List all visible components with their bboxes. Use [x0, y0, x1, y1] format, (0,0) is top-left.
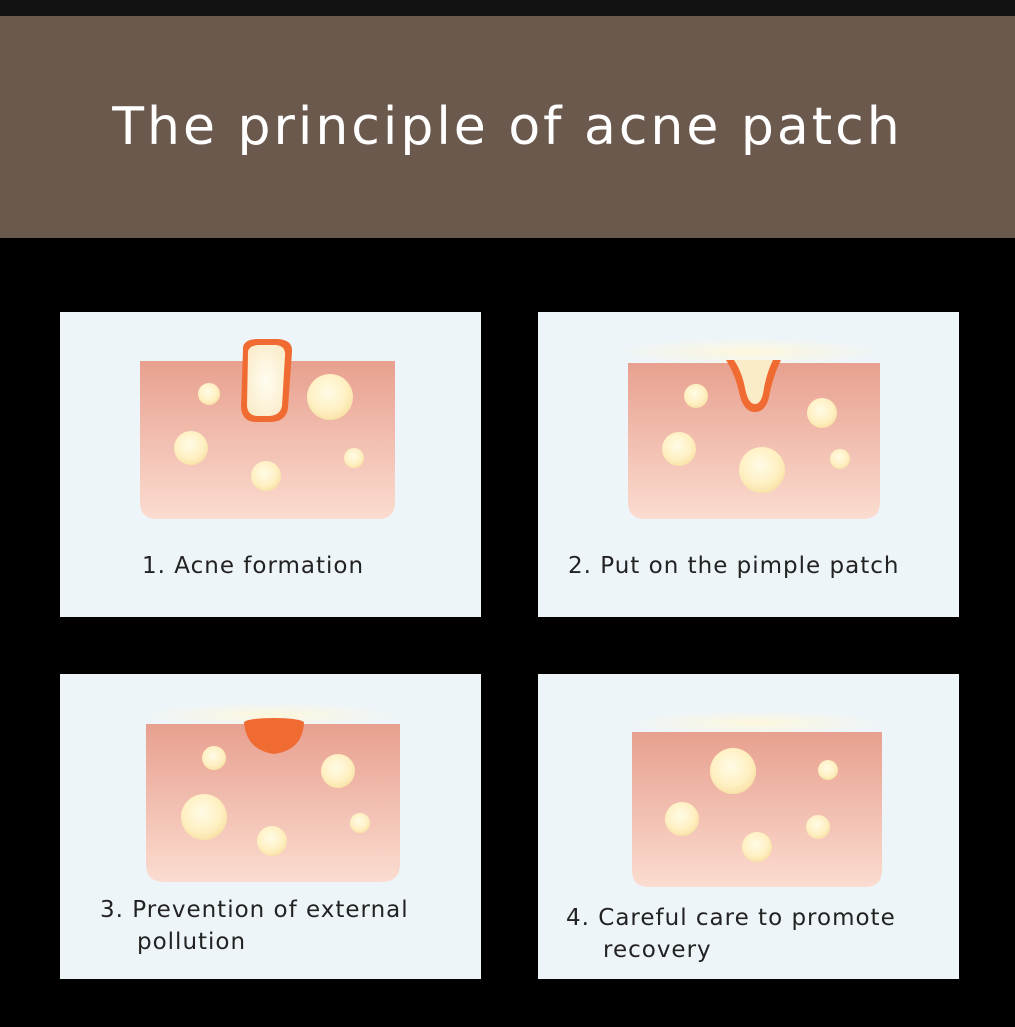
- step-panel-4: 4. Careful care to promote recovery: [538, 674, 959, 979]
- pore: [307, 374, 353, 420]
- top-bar: [0, 0, 1015, 16]
- pore: [251, 461, 281, 491]
- pore: [350, 813, 370, 833]
- step-label: Prevention of external: [132, 897, 409, 923]
- prevention-illustration: [140, 703, 400, 882]
- step-caption: 4. Careful care to promote recovery: [566, 902, 946, 966]
- step-label-line2: pollution: [137, 929, 247, 955]
- step-caption: 1. Acne formation: [142, 550, 364, 582]
- pore: [710, 748, 756, 794]
- patch-glow: [626, 711, 886, 735]
- step-caption: 2. Put on the pimple patch: [568, 550, 899, 582]
- step-number: 3.: [100, 897, 124, 923]
- pore: [665, 802, 699, 836]
- pore: [344, 448, 364, 468]
- step-label: Careful care to promote: [598, 905, 896, 931]
- pore: [806, 815, 830, 839]
- step-number: 1.: [142, 553, 166, 579]
- pore: [818, 760, 838, 780]
- patch-glow: [140, 703, 400, 727]
- patch-applied-illustration: [614, 338, 884, 519]
- pore: [807, 398, 837, 428]
- acne-formation-illustration: [140, 339, 395, 519]
- title-banner: The principle of acne patch: [0, 16, 1015, 238]
- pore: [181, 794, 227, 840]
- pore: [321, 754, 355, 788]
- page-title: The principle of acne patch: [112, 97, 903, 157]
- pore: [198, 383, 220, 405]
- pore: [202, 746, 226, 770]
- pore: [739, 447, 785, 493]
- step-label: Put on the pimple patch: [600, 553, 900, 579]
- recovery-illustration: [626, 711, 886, 887]
- step-caption: 3. Prevention of external pollution: [100, 894, 460, 958]
- step-label: Acne formation: [174, 553, 365, 579]
- step-panel-2: 2. Put on the pimple patch: [538, 312, 959, 617]
- pore: [684, 384, 708, 408]
- patch-glow: [614, 338, 884, 366]
- pore: [662, 432, 696, 466]
- step-label-line2: recovery: [603, 937, 712, 963]
- pore: [742, 832, 772, 862]
- step-number: 4.: [566, 905, 590, 931]
- pore: [174, 431, 208, 465]
- step-number: 2.: [568, 553, 592, 579]
- step-panel-1: 1. Acne formation: [60, 312, 481, 617]
- pimple-shape: [244, 718, 304, 754]
- step-panel-3: 3. Prevention of external pollution: [60, 674, 481, 979]
- pore: [830, 449, 850, 469]
- pore: [257, 826, 287, 856]
